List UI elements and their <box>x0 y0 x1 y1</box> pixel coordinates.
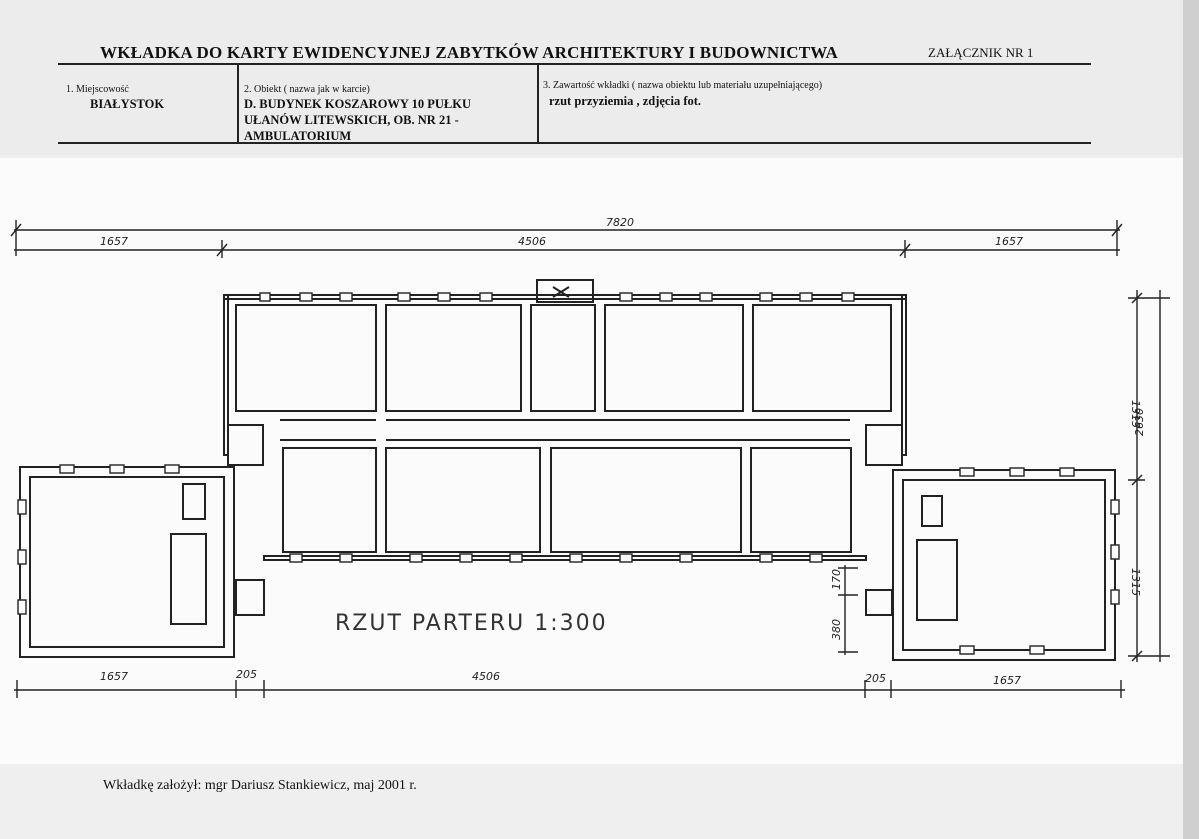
form-header: WKŁADKA DO KARTY EWIDENCYJNEJ ZABYTKÓW A… <box>0 0 1199 155</box>
dimension-lines <box>10 220 1170 698</box>
header-rule-top <box>58 63 1091 65</box>
dim-depth-total: 2630 <box>1133 408 1146 436</box>
field-1-value: BIAŁYSTOK <box>90 97 165 111</box>
floor-plan-svg: 7820 1657 4506 1657 1657 205 4506 205 16… <box>10 216 1170 698</box>
field-2-value-line1: D. BUDYNEK KOSZAROWY 10 PUŁKU <box>244 97 471 111</box>
field-1-label: 1. Miejscowość <box>66 84 129 95</box>
dim-gap-right: 205 <box>865 672 886 685</box>
cell-divider-1 <box>237 64 239 143</box>
dim-center-bottom: 4506 <box>472 670 500 683</box>
field-2-label: 2. Obiekt ( nazwa jak w karcie) <box>244 84 370 95</box>
field-3-value: rzut przyziemia , zdjęcia fot. <box>549 94 702 108</box>
dim-stair-1: 170 <box>830 569 843 590</box>
field-2-value-line2: UŁANÓW LITEWSKICH, OB. NR 21 - <box>244 113 459 127</box>
dim-wing-left-bottom: 1657 <box>100 670 128 683</box>
annex-label: ZAŁĄCZNIK NR 1 <box>928 45 1034 60</box>
dim-center-top: 4506 <box>518 235 546 248</box>
window-openings <box>17 292 1120 655</box>
header-rule-bottom <box>58 142 1091 144</box>
footer-author: Wkładkę założył: mgr Dariusz Stankiewicz… <box>103 778 417 793</box>
dimension-labels: 7820 1657 4506 1657 1657 205 4506 205 16… <box>100 216 1146 687</box>
dim-wing-right-top: 1657 <box>995 235 1023 248</box>
dim-depth-lower: 1315 <box>1129 568 1142 596</box>
form-title: WKŁADKA DO KARTY EWIDENCYJNEJ ZABYTKÓW A… <box>100 43 839 62</box>
dim-stair-2: 380 <box>830 619 843 640</box>
floor-plan-drawing: 7820 1657 4506 1657 1657 205 4506 205 16… <box>0 158 1199 764</box>
field-2-value-line3: AMBULATORIUM <box>244 129 352 143</box>
scan-edge <box>1183 0 1199 839</box>
building-walls <box>19 279 1116 661</box>
dim-wing-left-top: 1657 <box>100 235 128 248</box>
field-3-label: 3. Zawartość wkładki ( nazwa obiektu lub… <box>543 80 823 91</box>
dim-depth-upper: 1315 <box>1129 400 1142 428</box>
cell-divider-2 <box>537 64 539 143</box>
plan-caption: RZUT PARTERU 1:300 <box>335 611 608 636</box>
dim-total: 7820 <box>606 216 634 229</box>
dim-wing-right-bottom: 1657 <box>993 674 1021 687</box>
dim-gap-left: 205 <box>236 668 257 681</box>
